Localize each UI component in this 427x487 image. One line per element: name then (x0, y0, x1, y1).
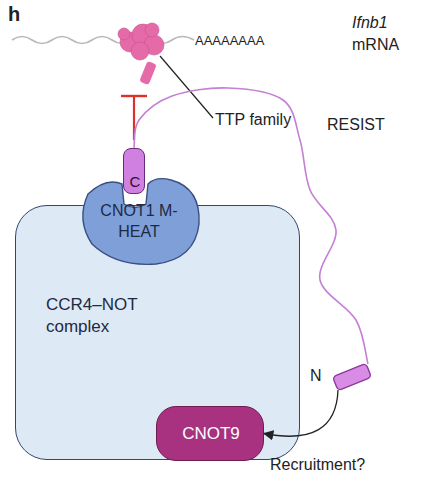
cnot9-box: CNOT9 (156, 406, 264, 461)
node-text: N (310, 366, 326, 386)
node-text: C (124, 173, 146, 191)
complex-box: CCR4–NOT complexCNOT1 M-HEATCNOT9 (15, 205, 300, 460)
leader-line (160, 56, 213, 118)
mrna-strand (12, 37, 194, 44)
inhibition-bar (121, 95, 147, 97)
c-terminal-domain: C (123, 148, 145, 194)
panel-letter: h (8, 3, 20, 26)
ttp-protein (139, 61, 157, 85)
molecule-type: mRNA (352, 36, 399, 54)
protein-family-label: TTP family (215, 111, 291, 129)
edge-label: Recruitment? (270, 456, 365, 474)
node-text: CNOT1 M-HEAT (98, 200, 180, 242)
node-shape (333, 363, 372, 390)
node-text: CNOT9 (157, 424, 265, 444)
gene-name: Ifnb1 (352, 14, 388, 32)
ribosome (118, 23, 164, 60)
node-text: CCR4–NOT complex (46, 294, 146, 338)
inhibition-line (133, 97, 135, 140)
n-terminal-domain: N (310, 364, 378, 390)
poly-a-tail: AAAAAAAA (195, 33, 264, 48)
recruitment-arrow (264, 390, 338, 436)
edge-label: RESIST (327, 116, 385, 134)
